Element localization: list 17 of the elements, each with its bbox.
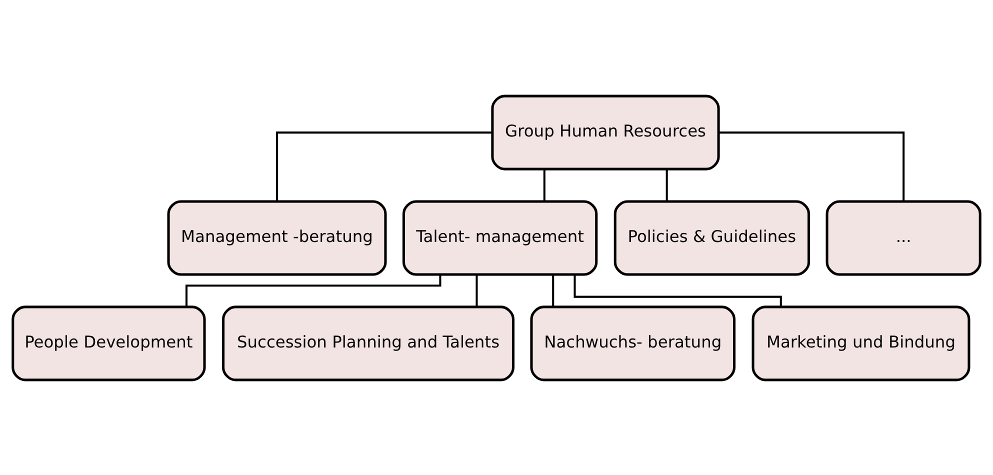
node-box: Group Human Resources: [491, 94, 720, 170]
node-box: Succession Planning and Talents: [222, 305, 514, 381]
node-box: Policies & Guidelines: [614, 200, 810, 276]
node-box: Talent- management: [402, 200, 598, 276]
connector: [543, 168, 546, 201]
connector: [476, 274, 478, 306]
node-box: Marketing und Bindung: [752, 305, 970, 381]
node-box: ...: [826, 200, 982, 276]
node-box: Management -beratung: [167, 200, 387, 276]
connector: [666, 168, 668, 201]
connector: [718, 131, 905, 201]
connector: [276, 131, 492, 201]
connector: [186, 274, 442, 306]
node-box: Nachwuchs- beratung: [530, 305, 736, 381]
node-box: People Development: [12, 305, 206, 381]
connector: [552, 274, 554, 306]
connector: [574, 274, 782, 306]
